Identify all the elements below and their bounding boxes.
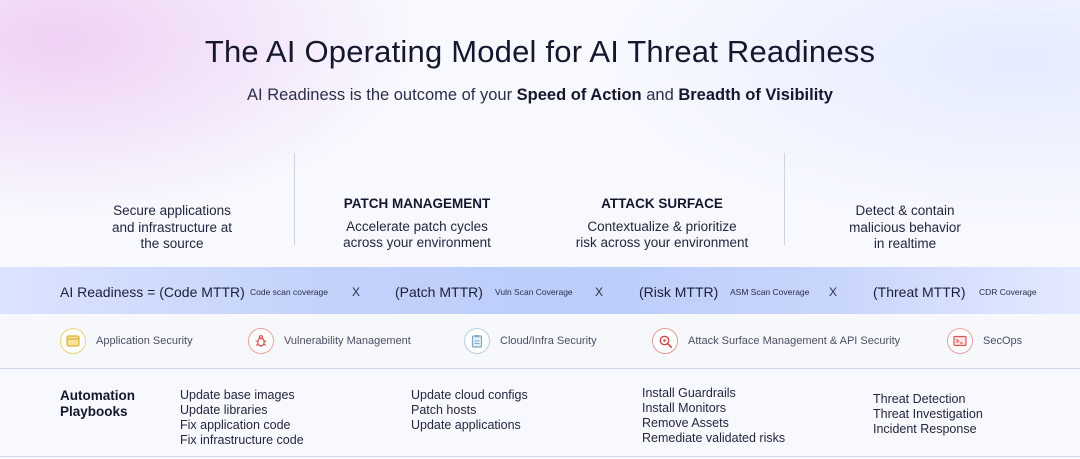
playbook-item: Install Monitors — [642, 401, 727, 415]
capability-cloud-infra-security: Cloud/Infra Security — [464, 326, 597, 356]
subtitle-speed-of-action: Speed of Action — [516, 86, 642, 104]
capability-label: Application Security — [96, 335, 193, 347]
bug-icon — [248, 328, 274, 354]
playbook-item: Update applications — [411, 418, 521, 432]
equation-subscript-vuln-scan: Vuln Scan Coverage — [495, 287, 573, 297]
playbook-item: Fix application code — [180, 418, 291, 432]
capability-label: SecOps — [983, 335, 1023, 347]
playbook-item: Incident Response — [873, 422, 977, 436]
column-line: in realtime — [873, 236, 937, 251]
playbook-column-attack-surface: Install Guardrails Install Monitors Remo… — [642, 386, 785, 446]
column-divider-2 — [784, 153, 785, 245]
equation-multiply-2: X — [595, 285, 604, 299]
equation-threat-mttr: (Threat MTTR) — [873, 284, 966, 300]
subtitle-text-pre: AI Readiness is the outcome of your — [247, 86, 517, 104]
capability-label: Cloud/Infra Security — [500, 335, 597, 347]
playbook-item: Patch hosts — [411, 403, 477, 417]
window-icon — [60, 328, 86, 354]
capability-application-security: Application Security — [60, 326, 193, 356]
playbooks-top-divider — [0, 368, 1080, 369]
playbook-column-threat: Threat Detection Threat Investigation In… — [873, 392, 983, 437]
playbooks-heading-line: Playbooks — [60, 404, 128, 419]
playbook-item: Update cloud configs — [411, 388, 528, 402]
capability-vulnerability-management: Vulnerability Management — [248, 326, 411, 356]
clipboard-icon — [464, 328, 490, 354]
column-line: Detect & contain — [855, 203, 955, 218]
column-line: Secure applications — [113, 203, 231, 218]
playbooks-heading: Automation Playbooks — [60, 388, 135, 420]
playbook-item: Threat Investigation — [873, 407, 983, 421]
equation-multiply-1: X — [352, 285, 361, 299]
column-patch-management: PATCH MANAGEMENT Accelerate patch cycles… — [317, 196, 517, 252]
page-title: The AI Operating Model for AI Threat Rea… — [204, 34, 876, 69]
equation-subscript-code-scan: Code scan coverage — [250, 287, 328, 297]
column-line: the source — [140, 236, 204, 251]
playbook-item: Install Guardrails — [642, 386, 736, 400]
column-line: across your environment — [343, 235, 491, 250]
equation-subscript-asm-scan: ASM Scan Coverage — [730, 287, 810, 297]
capability-secops: SecOps — [947, 326, 1022, 356]
column-line: malicious behavior — [849, 219, 961, 235]
playbooks-bottom-divider — [0, 456, 1080, 457]
column-line: and infrastructure at — [111, 219, 233, 235]
equation-lhs: AI Readiness = (Code MTTR) — [60, 284, 245, 300]
column-line: Accelerate patch cycles — [346, 218, 488, 234]
capability-label: Attack Surface Management & API Security — [688, 335, 901, 347]
capabilities-row — [0, 316, 1080, 368]
equation-patch-mttr: (Patch MTTR) — [395, 284, 483, 300]
column-divider-1 — [294, 153, 295, 245]
equation-band — [0, 267, 1080, 314]
playbook-item: Update libraries — [180, 403, 268, 417]
column-line: risk across your environment — [575, 235, 749, 250]
playbook-item: Threat Detection — [873, 392, 966, 406]
playbook-column-patch: Update cloud configs Patch hosts Update … — [411, 388, 528, 433]
equation-risk-mttr: (Risk MTTR) — [639, 284, 719, 300]
playbooks-heading-line: Automation — [60, 388, 135, 403]
playbook-column-code: Update base images Update libraries Fix … — [180, 388, 304, 448]
column-heading: PATCH MANAGEMENT — [343, 196, 491, 211]
playbook-item: Fix infrastructure code — [180, 433, 304, 447]
playbook-item: Update base images — [180, 388, 295, 402]
playbook-item: Remediate validated risks — [642, 431, 786, 445]
column-line: Contextualize & prioritize — [587, 218, 737, 234]
magnifier-target-icon — [652, 328, 678, 354]
column-heading: ATTACK SURFACE — [601, 196, 723, 211]
terminal-icon — [947, 328, 973, 354]
equation-multiply-3: X — [829, 285, 838, 299]
equation-subscript-cdr: CDR Coverage — [979, 287, 1037, 297]
column-code-security: Secure applications and infrastructure a… — [82, 203, 262, 253]
playbook-item: Remove Assets — [642, 416, 729, 430]
capability-label: Vulnerability Management — [284, 335, 411, 347]
subtitle-text-mid: and — [641, 86, 679, 104]
column-threat-detection: Detect & contain malicious behavior in r… — [815, 203, 995, 253]
subtitle-breadth-of-visibility: Breadth of Visibility — [678, 86, 833, 104]
page-subtitle: AI Readiness is the outcome of your Spee… — [0, 86, 1080, 105]
column-attack-surface: ATTACK SURFACE Contextualize & prioritiz… — [552, 196, 772, 252]
capability-attack-surface-management: Attack Surface Management & API Security — [652, 326, 900, 356]
